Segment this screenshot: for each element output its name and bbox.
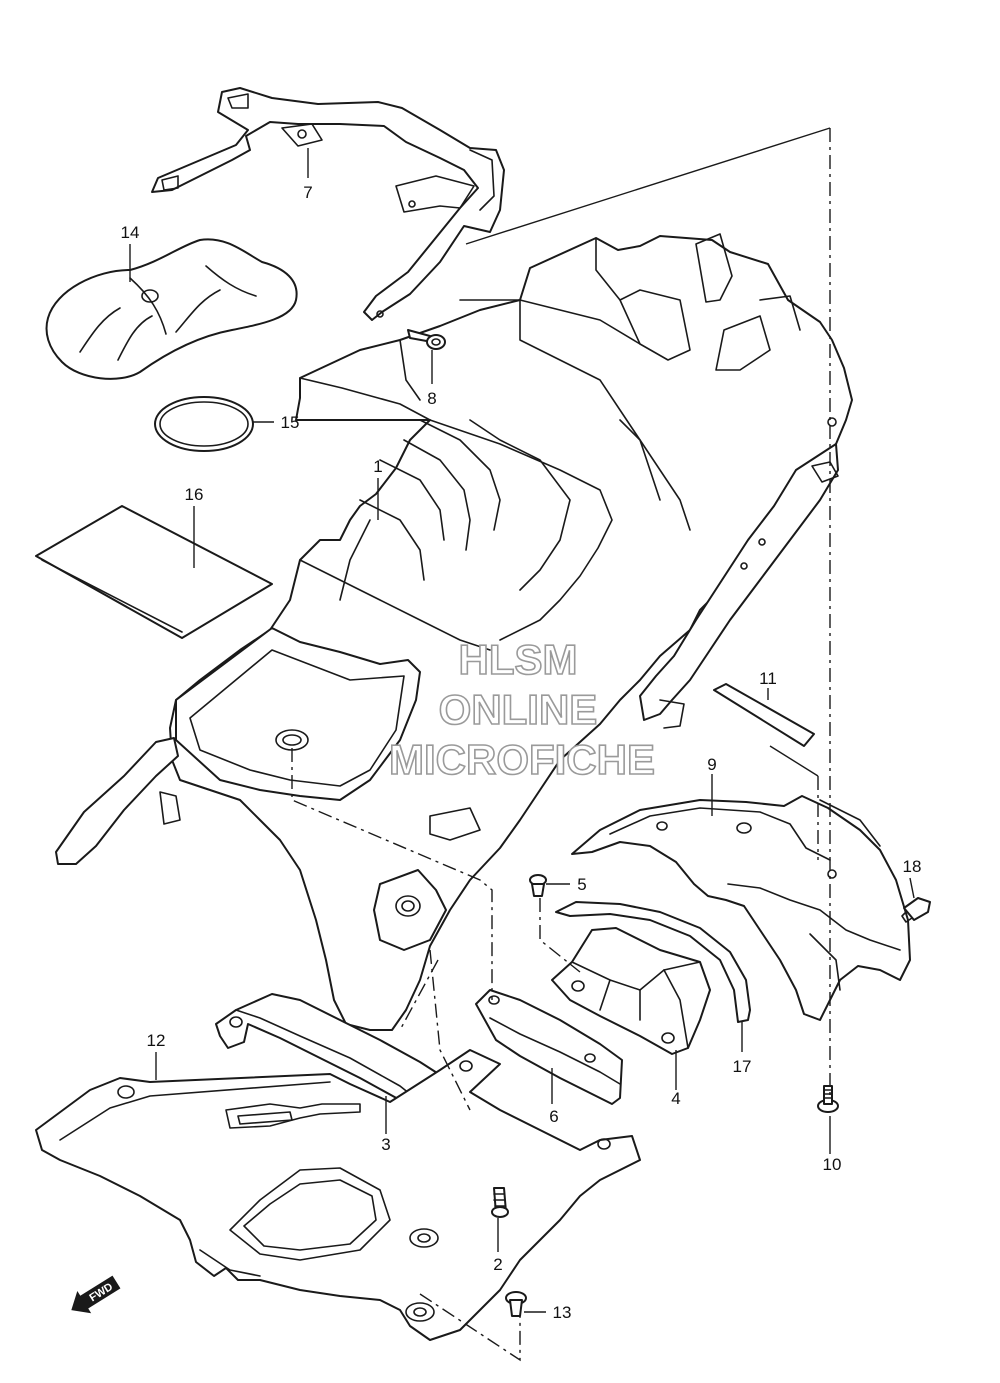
callout-18: 18 [903, 857, 922, 876]
leader-lines [129, 148, 915, 1313]
part-2-bolt[interactable] [491, 1187, 509, 1218]
callout-16: 16 [185, 485, 204, 504]
watermark-line-1: HLSM [459, 636, 578, 683]
part-12-undertray[interactable] [35, 1049, 641, 1341]
part-7-grab-handle[interactable] [151, 87, 505, 321]
callout-8: 8 [427, 389, 436, 408]
part-13-grommet[interactable] [505, 1291, 527, 1317]
watermark: HLSM ONLINE MICROFICHE [388, 635, 656, 784]
part-14-pad[interactable] [45, 238, 298, 380]
callout-2: 2 [493, 1255, 502, 1274]
callout-1: 1 [373, 457, 382, 476]
assembly-lines [291, 127, 831, 1362]
part-1-rear-fender[interactable] [55, 233, 853, 1031]
part-6-bracket[interactable] [475, 989, 623, 1105]
part-17-curved-strip[interactable] [555, 901, 751, 1023]
callout-7: 7 [303, 183, 312, 202]
part-4-bracket[interactable] [551, 927, 711, 1055]
callout-17: 17 [733, 1057, 752, 1076]
callout-14: 14 [121, 223, 140, 242]
callout-10: 10 [823, 1155, 842, 1174]
callout-15: 15 [281, 413, 300, 432]
fwd-arrow-icon: FWD [71, 1275, 121, 1314]
callout-12: 12 [147, 1031, 166, 1050]
part-11-strip[interactable] [713, 683, 815, 747]
part-15-ring[interactable] [154, 396, 254, 452]
part-18-bulb[interactable] [901, 897, 931, 923]
callout-13: 13 [553, 1303, 572, 1322]
part-9-license-bracket[interactable] [571, 795, 911, 1021]
callout-labels: 1 2 3 4 5 6 7 8 9 10 11 12 13 14 15 16 1… [121, 183, 922, 1322]
callout-6: 6 [549, 1107, 558, 1126]
callout-4: 4 [671, 1089, 680, 1108]
watermark-line-3: MICROFICHE [389, 736, 655, 783]
part-16-sheet[interactable] [35, 505, 273, 639]
callout-3: 3 [381, 1135, 390, 1154]
callout-11: 11 [759, 669, 777, 688]
part-8-bolt[interactable] [407, 329, 446, 350]
watermark-line-2: ONLINE [439, 686, 598, 733]
part-10-bolt[interactable] [817, 1085, 839, 1113]
callout-5: 5 [577, 875, 586, 894]
part-5-clip[interactable] [529, 874, 547, 897]
callout-9: 9 [707, 755, 716, 774]
